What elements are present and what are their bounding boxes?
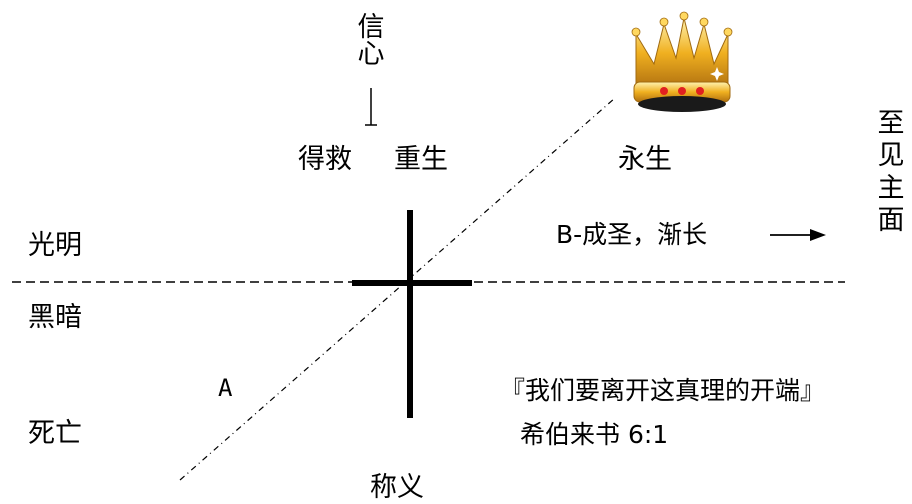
death-label: 死亡 xyxy=(28,418,82,449)
light-label: 光明 xyxy=(28,230,82,261)
rebirth-label: 重生 xyxy=(394,144,448,175)
crown-icon xyxy=(631,11,733,112)
see-lord-char: 至 xyxy=(877,108,905,139)
quote-reference: 希伯来书 6:1 xyxy=(520,420,669,449)
see-lord-char: 见 xyxy=(877,140,905,172)
faith-char: 信 xyxy=(357,12,385,43)
see-lord-char: 主 xyxy=(877,172,905,204)
see-lord-char: 面 xyxy=(877,205,905,237)
eternal-life-label: 永生 xyxy=(618,144,672,175)
sanctification-label: B-成圣，渐长 xyxy=(556,220,708,249)
justification-label: 称义 xyxy=(370,472,424,503)
quote-text: 『我们要离开这真理的开端』 xyxy=(500,376,826,405)
arrow-right-icon xyxy=(770,229,826,241)
see-lord-label: 至 见 主 面 xyxy=(876,108,906,238)
growth-diagonal-line xyxy=(179,97,616,481)
saved-label: 得救 xyxy=(298,144,352,175)
darkness-label: 黑暗 xyxy=(28,302,82,333)
faith-char: 心 xyxy=(357,39,385,70)
point-a-label: A xyxy=(218,374,233,402)
faith-label: 信 心 xyxy=(356,14,386,68)
arrow-down-icon xyxy=(365,88,377,126)
cross-icon xyxy=(352,210,472,418)
